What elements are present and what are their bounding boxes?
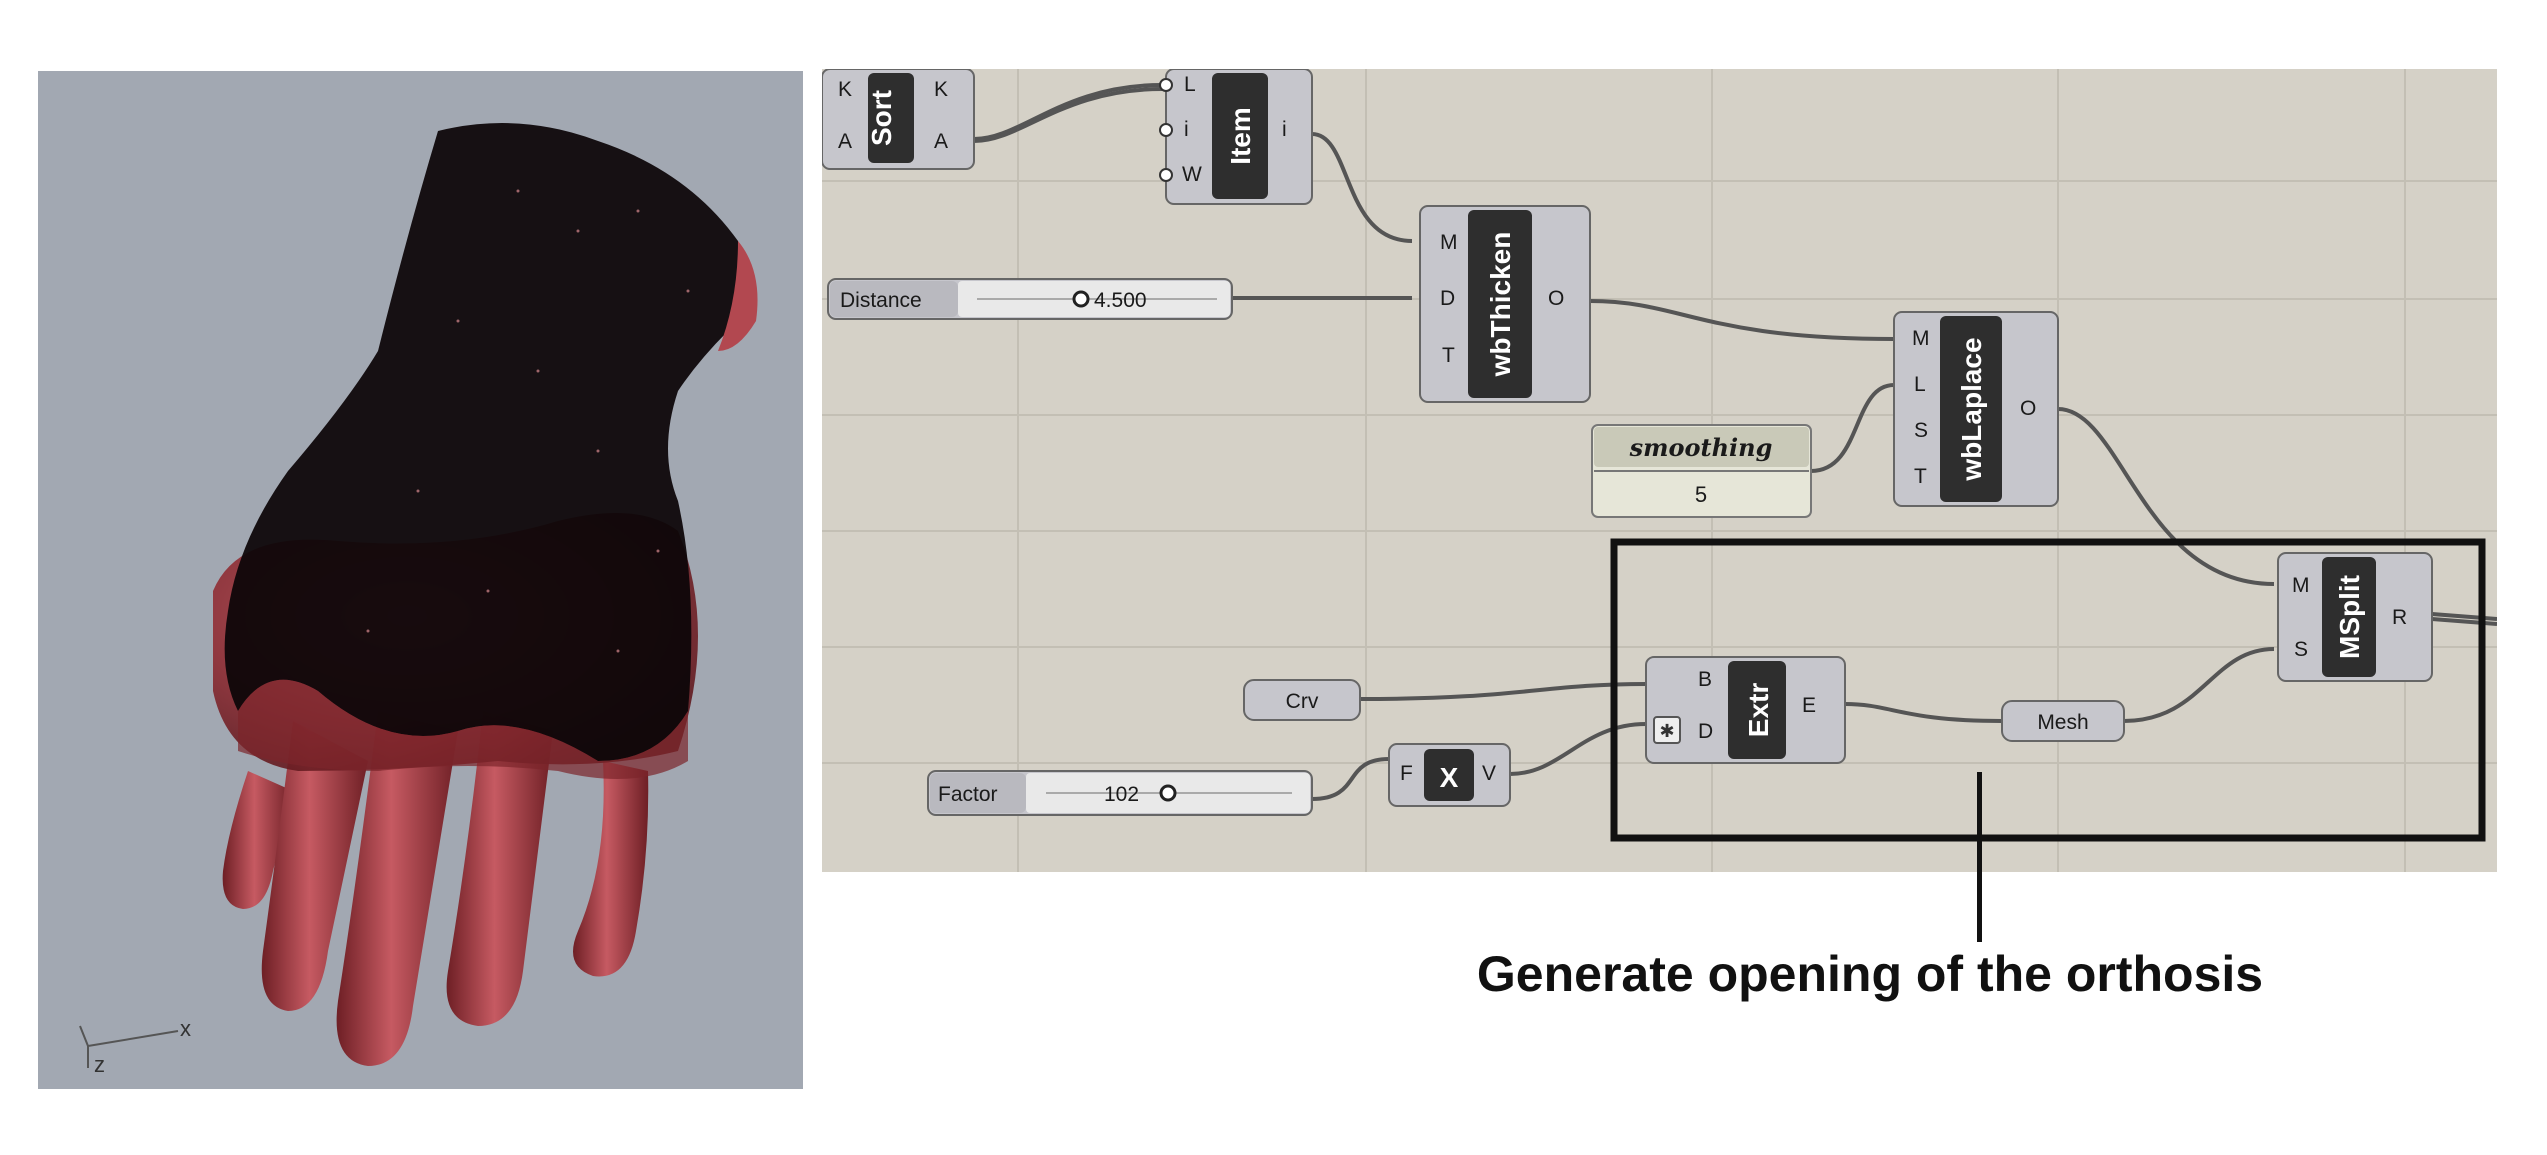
crv-param-label: Crv: [1286, 690, 1319, 713]
extr-title: Extr: [1743, 683, 1774, 738]
wires: [973, 83, 2497, 801]
sort-component[interactable]: Sort K A K A: [822, 69, 975, 170]
3d-viewport[interactable]: x z: [38, 71, 803, 1089]
msplit-in-1: S: [2294, 638, 2308, 661]
distance-slider[interactable]: Distance 4.500: [827, 278, 1233, 320]
multiply-component[interactable]: X F V: [1388, 743, 1511, 807]
multiply-out-0: V: [1482, 762, 1496, 785]
wbthicken-in-0: M: [1440, 231, 1458, 254]
middle-finger: [336, 711, 458, 1066]
ring-finger: [261, 721, 368, 1011]
index-finger: [446, 711, 553, 1026]
wblaplace-in-2: S: [1914, 419, 1928, 442]
factor-slider-name: Factor: [938, 783, 998, 806]
msplit-title: MSplit: [2334, 575, 2365, 659]
msplit-component[interactable]: MSplit M S R: [2277, 552, 2433, 682]
wbthicken-component[interactable]: wbThicken M D T O: [1419, 205, 1591, 403]
item-in-0: L: [1184, 73, 1196, 96]
caption: Generate opening of the orthosis: [1476, 946, 2264, 1002]
wblaplace-component[interactable]: wbLaplace M L S T O: [1893, 311, 2059, 507]
extr-component[interactable]: Extr ✱ B D E: [1645, 656, 1846, 764]
distance-slider-name: Distance: [840, 289, 922, 312]
wbthicken-title: wbThicken: [1485, 232, 1516, 378]
item-component[interactable]: Item L i W i: [1159, 69, 1313, 205]
thumb: [573, 761, 649, 977]
callout-line: [1977, 772, 1982, 942]
wblaplace-title: wbLaplace: [1956, 337, 1987, 481]
extr-out-0: E: [1802, 694, 1816, 717]
item-in-2: W: [1182, 163, 1202, 186]
opening-highlight-box: [1610, 538, 2486, 842]
smoothing-panel[interactable]: smoothing 5: [1591, 424, 1812, 518]
item-out-0: i: [1282, 118, 1287, 141]
hand-orthosis-render: [213, 123, 758, 1066]
factor-slider[interactable]: Factor 102: [927, 770, 1313, 816]
smoothing-panel-value: 5: [1695, 482, 1707, 507]
sort-in-1: A: [838, 130, 852, 153]
mesh-speckle: [366, 189, 690, 653]
wblaplace-in-3: T: [1914, 465, 1927, 488]
graft-flag-glyph: ✱: [1659, 721, 1674, 742]
mesh-param[interactable]: Mesh: [2001, 700, 2125, 742]
mesh-param-label: Mesh: [2037, 711, 2088, 734]
multiply-title: X: [1440, 762, 1459, 793]
extr-in-1: D: [1698, 720, 1713, 743]
msplit-out-0: R: [2392, 606, 2407, 629]
sort-out-0: K: [934, 78, 948, 101]
wbthicken-in-2: T: [1442, 344, 1455, 367]
graft-flag-icon: [1653, 716, 1681, 744]
crv-param[interactable]: Crv: [1243, 679, 1361, 721]
axis-gizmo: x z: [79, 1016, 191, 1076]
sort-in-0: K: [838, 78, 852, 101]
wblaplace-out-0: O: [2020, 397, 2036, 420]
item-title: Item: [1225, 107, 1256, 165]
grasshopper-canvas[interactable]: Sort K A K A Item L i W i Distance: [822, 69, 2497, 872]
multiply-in-0: F: [1400, 762, 1413, 785]
axis-x-label: x: [180, 1016, 191, 1041]
wrist-cut: [718, 241, 758, 351]
sort-title: Sort: [866, 90, 897, 146]
distance-slider-value: 4.500: [1094, 289, 1147, 312]
smoothing-panel-title: smoothing: [1629, 433, 1773, 462]
msplit-in-0: M: [2292, 574, 2310, 597]
factor-slider-value: 102: [1104, 783, 1139, 806]
pinky-finger: [222, 771, 293, 909]
extr-in-0: B: [1698, 668, 1712, 691]
axis-z-label: z: [94, 1052, 105, 1076]
orthosis-edge: [238, 679, 688, 779]
wblaplace-in-1: L: [1914, 373, 1926, 396]
wbthicken-out-0: O: [1548, 287, 1564, 310]
wblaplace-in-0: M: [1912, 327, 1930, 350]
item-in-1: i: [1184, 118, 1189, 141]
sort-out-1: A: [934, 130, 948, 153]
orthosis-shell: [224, 123, 746, 761]
wbthicken-in-1: D: [1440, 287, 1455, 310]
